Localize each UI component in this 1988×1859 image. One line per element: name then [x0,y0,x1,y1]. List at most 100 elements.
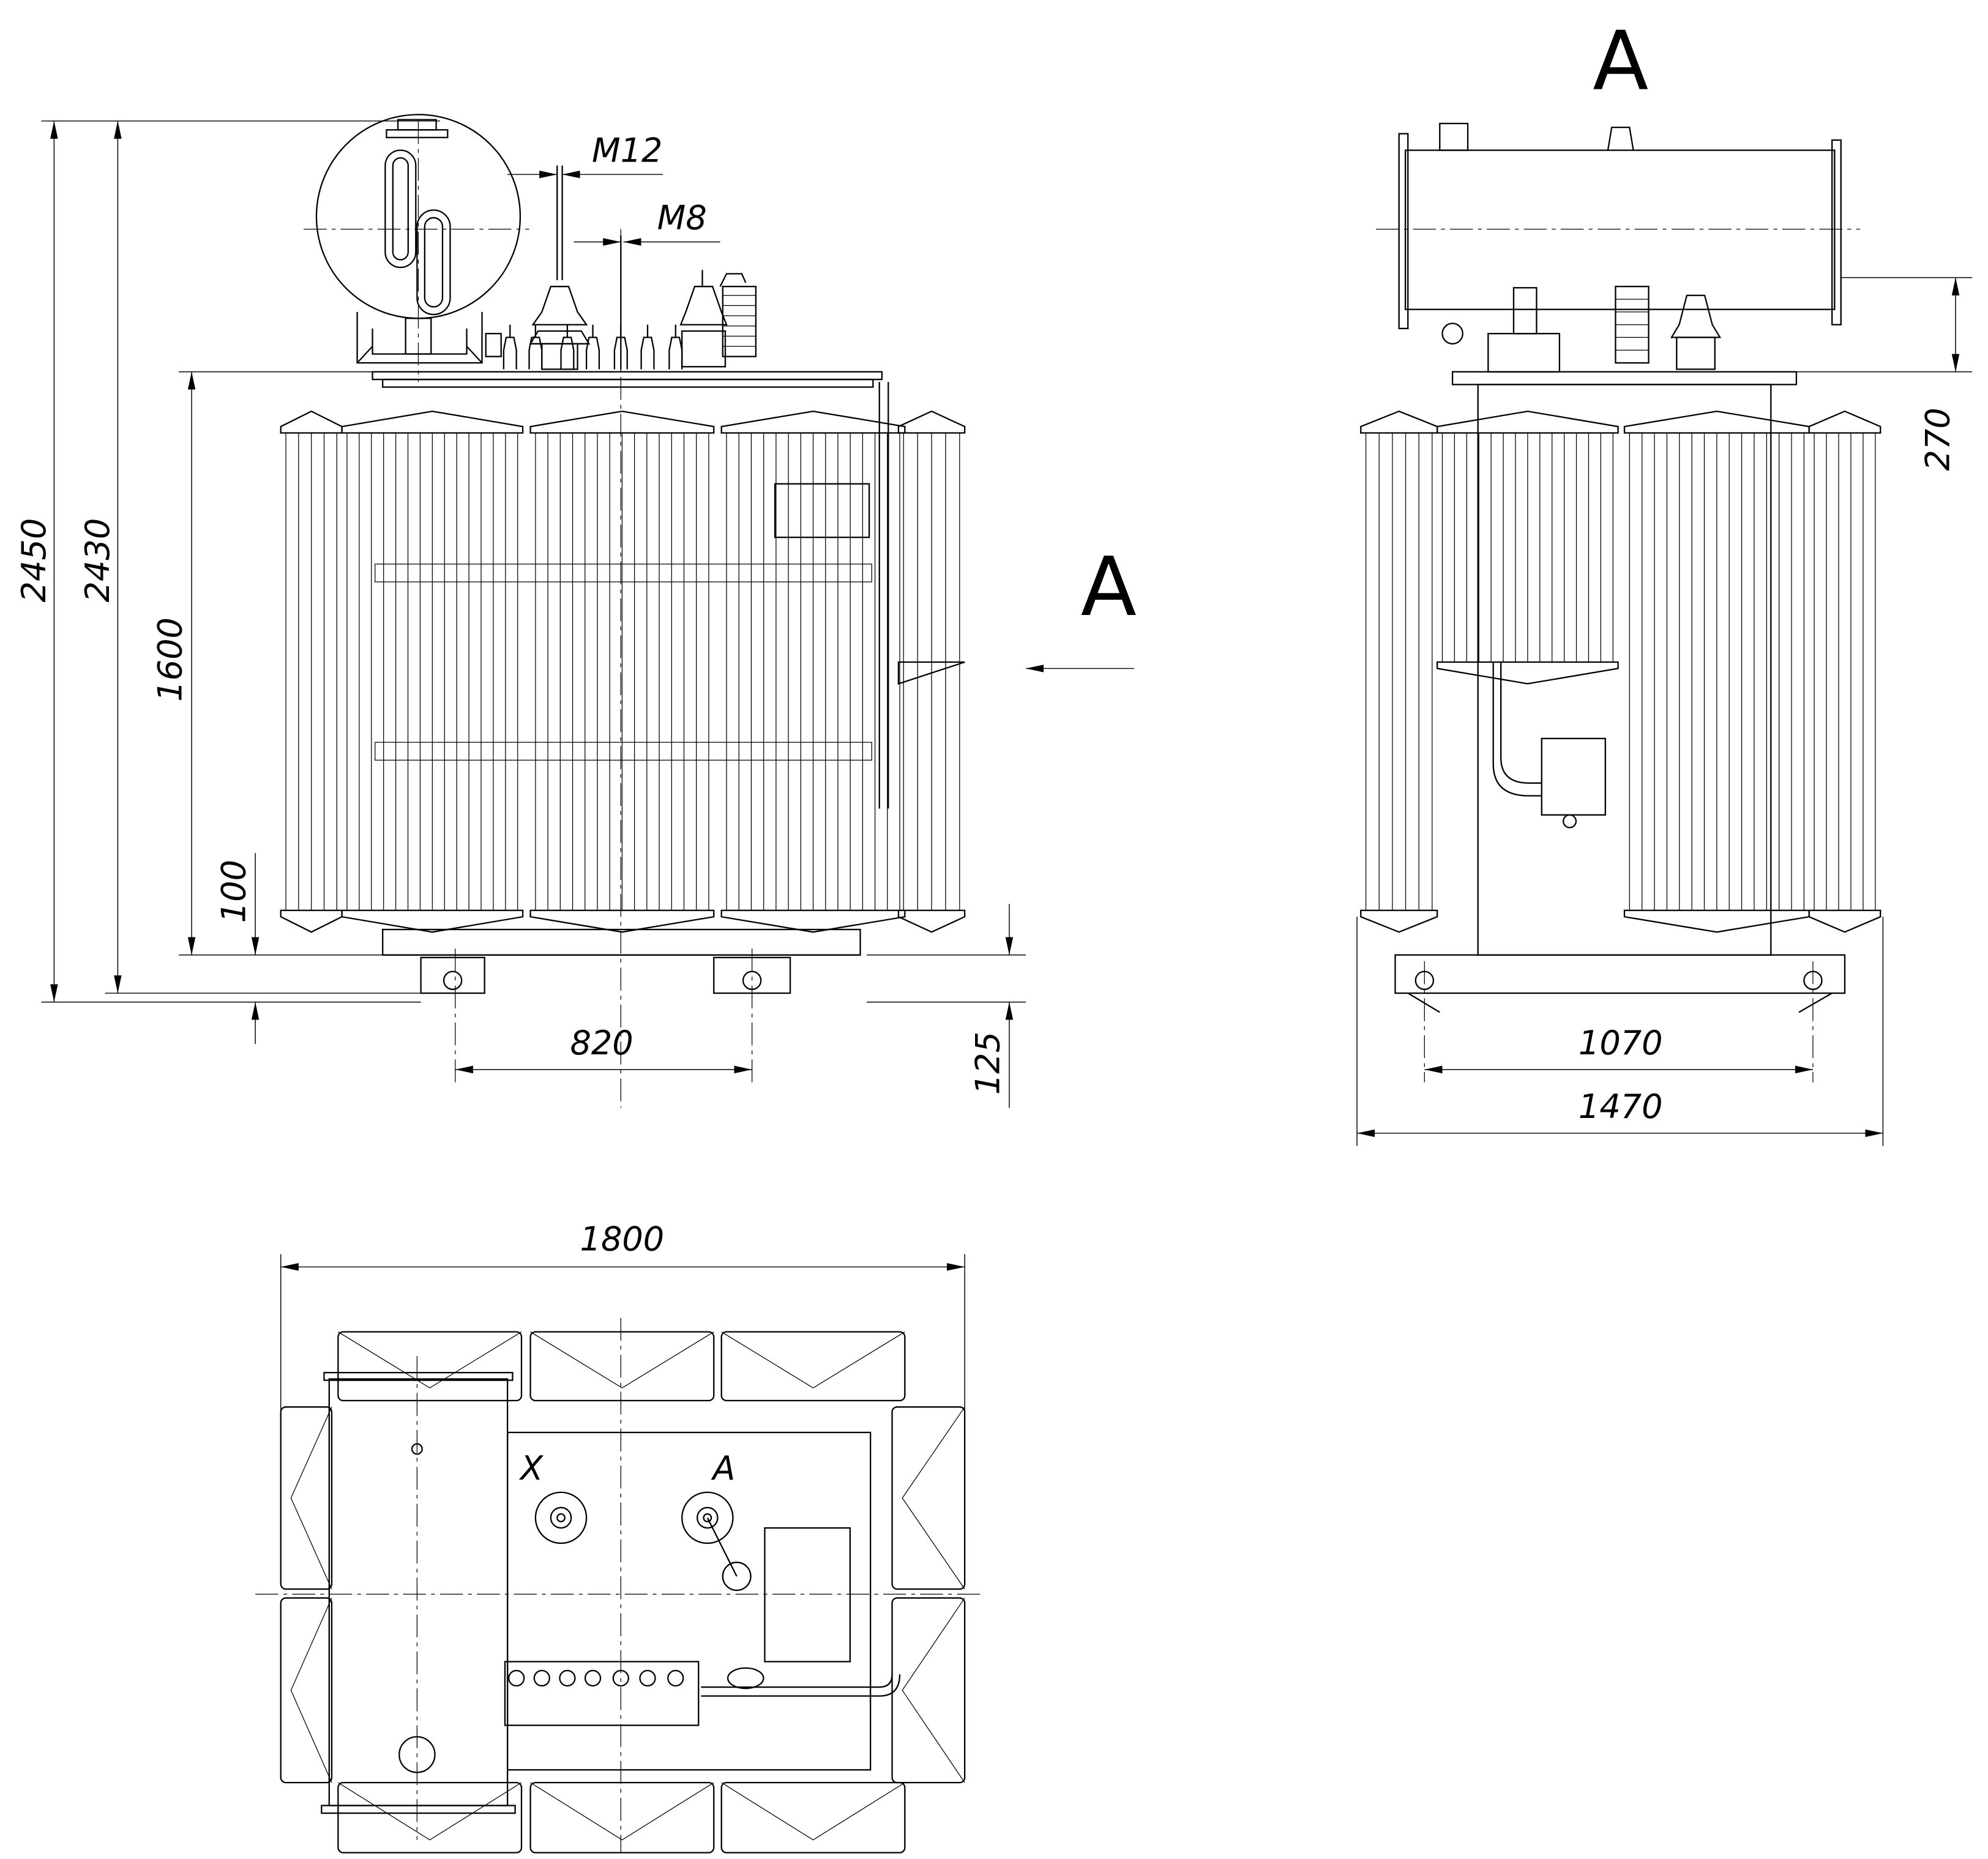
bushing-x [534,1491,588,1544]
side-radiators [1360,410,1881,933]
bushing-label-a: A [711,1449,735,1488]
radiator-top-header [720,410,906,434]
radiator-bottom-header [341,909,524,933]
radiator-fold [902,1406,965,1590]
view-label: A [1593,14,1648,109]
radiator [1808,410,1881,933]
radiator-fold [290,1407,332,1590]
dim-conservator-offset: 270 [1919,408,1957,471]
radiator-fold [530,1782,714,1841]
terminal-box-side [1492,662,1606,829]
radiator-outline [529,1782,715,1853]
radiator [897,410,966,933]
side-view: A [1356,14,1973,1146]
conservator-front [304,114,529,382]
radiator-fold [290,1598,332,1783]
radiator-fold [338,1782,522,1841]
lv-bushing [640,324,655,370]
radiator-top-header [529,410,715,434]
dim-wheel-track: 820 [570,1024,633,1062]
radiator-outline [720,1331,906,1402]
dim-base-height: 125 [968,1032,1007,1095]
radiator-plan [720,1782,906,1853]
dimension-lines-front [41,120,1134,1108]
radiator [341,410,524,933]
dim-overall-width: 1470 [1579,1087,1663,1126]
radiator-top-header [280,410,343,434]
terminal-box-top [764,1527,851,1663]
tank-side [1451,371,1798,956]
radiator-plan [337,1782,523,1853]
radiator-outline [891,1406,966,1590]
radiator-bottom-header [1436,661,1619,685]
radiator-outline [337,1782,523,1853]
thread-label-m8: M8 [657,199,707,237]
lv-bushing [585,324,600,370]
radiator-outline [280,1597,333,1784]
bushing-label-x: X [518,1449,544,1488]
radiator [720,410,906,933]
radiator-fold [530,1332,714,1388]
radiator-outline [337,1331,523,1402]
tap-terminal [559,1669,576,1687]
lv-bushing [503,324,517,370]
thread-label-m12: M12 [592,131,663,170]
dim-overall-height: 2450 [15,518,53,603]
tap-terminal [639,1669,656,1687]
conservator-side [1376,122,1860,345]
radiator-top-header [341,410,524,434]
radiator-bottom-header [529,909,715,933]
tank-cover [372,333,883,388]
dim-tank-height: 1600 [151,617,189,702]
tap-terminal [533,1669,550,1687]
radiator-outline [280,1406,333,1590]
radiator-top-header [897,410,966,434]
radiator-fold [721,1332,905,1388]
radiator-bottom-header [280,909,343,933]
dim-wheel-gauge: 1070 [1579,1024,1663,1062]
radiator-plan [529,1331,715,1402]
nameplate [774,483,870,538]
tank-cover-top [255,1317,982,1853]
radiator-plan [280,1406,333,1590]
radiator-bottom-header [720,909,906,933]
tap-terminals [508,1669,684,1687]
radiator [1623,410,1810,933]
tap-terminal [667,1669,684,1687]
radiator-plan [720,1331,906,1402]
radiator-fold [338,1332,522,1388]
radiator-plan [337,1331,523,1402]
base-side [1394,954,1846,1082]
bushing-a [681,1491,752,1592]
tap-terminal [612,1669,629,1687]
dimension-lines-side [1356,277,1973,1146]
radiator-top-header [1623,410,1810,434]
lv-bushing [668,324,683,370]
front-radiators [280,410,966,933]
radiator-bottom-header [1808,909,1881,933]
radiator-bottom-header [1623,909,1810,933]
bushings [503,324,683,370]
radiator-top-header [1808,410,1881,434]
conservator-top [321,1356,516,1840]
radiator-plan [529,1782,715,1853]
front-view: 2450 2430 1600 100 820 125 M12 M8 A [15,114,1137,1108]
dim-height-2430: 2430 [78,518,117,603]
radiator-outline [529,1331,715,1402]
dim-clearance: 100 [214,860,253,923]
radiator [280,410,343,933]
view-arrow-label: A [1081,540,1137,635]
radiator-bottom-header [897,909,966,933]
radiator-plan [280,1597,333,1784]
high-voltage-bushing [529,165,591,370]
radiator-outline [720,1782,906,1853]
tap-terminal [508,1669,525,1687]
dimension-lines-top [280,1254,965,1414]
radiator-fold [902,1598,965,1783]
radiator-fold [721,1782,905,1841]
top-radiators [280,1331,966,1853]
side-bushings [1487,286,1722,373]
tap-changer-box [504,1661,700,1726]
dim-overall-length: 1800 [580,1220,665,1258]
